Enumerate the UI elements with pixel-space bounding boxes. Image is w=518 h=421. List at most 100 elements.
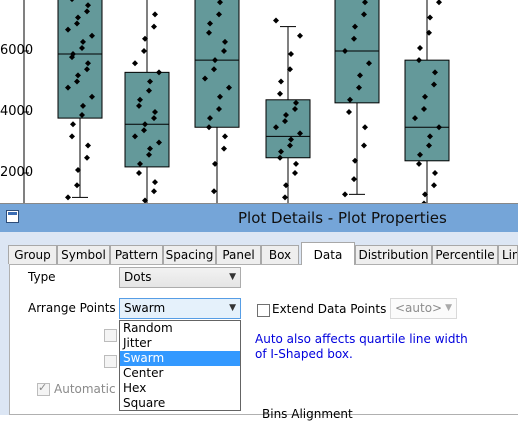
data-point xyxy=(273,17,279,24)
type-select[interactable]: Dots ▼ xyxy=(119,267,241,288)
type-select-value: Dots xyxy=(124,270,152,284)
data-point xyxy=(75,166,81,173)
data-point xyxy=(288,136,294,143)
data-point xyxy=(417,151,423,158)
data-point xyxy=(132,60,138,67)
data-point xyxy=(352,23,358,30)
option-square[interactable]: Square xyxy=(123,396,166,410)
tab-lines[interactable]: Lines xyxy=(498,245,518,264)
data-point xyxy=(278,148,284,155)
data-point xyxy=(273,124,279,131)
arrange-points-value: Swarm xyxy=(124,301,166,315)
data-point xyxy=(156,139,162,146)
data-point xyxy=(156,69,162,76)
data-point xyxy=(421,105,427,112)
option-random[interactable]: Random xyxy=(123,321,173,335)
tab-spacing[interactable]: Spacing xyxy=(163,245,216,264)
data-point xyxy=(142,121,148,128)
data-point xyxy=(136,170,142,176)
option-center[interactable]: Center xyxy=(123,366,164,380)
hidden-checkbox-2[interactable] xyxy=(104,355,117,368)
tab-box[interactable]: Box xyxy=(261,245,299,264)
hidden-checkbox-1[interactable] xyxy=(104,329,117,342)
tab-distribution[interactable]: Distribution xyxy=(355,245,432,264)
data-point xyxy=(422,93,428,100)
data-point xyxy=(75,72,81,79)
arrange-points-select[interactable]: Swarm ▼ xyxy=(119,298,241,319)
data-point xyxy=(147,145,153,152)
dialog-title: Plot Details - Plot Properties xyxy=(238,209,447,227)
chart-svg xyxy=(23,0,450,205)
data-point xyxy=(206,29,212,36)
data-point xyxy=(346,109,352,115)
data-point xyxy=(221,145,227,152)
type-label: Type xyxy=(28,270,56,284)
automatic-bin-label: Automatic B xyxy=(54,382,128,396)
data-point xyxy=(206,124,212,131)
data-point xyxy=(216,11,222,18)
data-point xyxy=(212,160,218,167)
data-point xyxy=(432,69,438,76)
data-point xyxy=(151,188,157,195)
data-point xyxy=(217,0,223,6)
window-icon xyxy=(6,210,19,223)
data-point xyxy=(436,124,442,131)
data-point xyxy=(351,176,357,183)
box-iqr xyxy=(265,99,311,159)
data-point xyxy=(226,84,232,91)
tab-panel[interactable]: Panel xyxy=(216,245,261,264)
data-tab-panel xyxy=(9,264,518,415)
extend-auto-value: <auto> xyxy=(395,301,443,315)
tab-symbol[interactable]: Symbol xyxy=(57,245,110,264)
data-point xyxy=(69,133,75,140)
auto-note: Auto also affects quartile line width of… xyxy=(255,332,468,361)
data-point xyxy=(85,142,91,149)
tab-group[interactable]: Group xyxy=(8,245,57,264)
tab-percentile[interactable]: Percentile xyxy=(432,245,498,264)
data-point xyxy=(84,8,90,15)
data-point xyxy=(352,157,358,164)
data-point xyxy=(417,44,423,51)
data-point xyxy=(416,57,422,64)
data-point xyxy=(74,78,80,85)
automatic-bin-checkbox[interactable] xyxy=(37,381,50,396)
box-iqr xyxy=(194,0,240,128)
data-point xyxy=(146,151,152,158)
data-point xyxy=(222,133,228,140)
option-jitter[interactable]: Jitter xyxy=(123,336,152,350)
data-point xyxy=(207,115,213,122)
data-point xyxy=(151,23,157,30)
data-point xyxy=(74,182,80,189)
data-point xyxy=(361,142,367,149)
option-hex[interactable]: Hex xyxy=(123,381,147,395)
chevron-down-icon: ▼ xyxy=(229,303,236,313)
extend-data-points-checkbox[interactable] xyxy=(257,304,270,317)
data-point xyxy=(426,29,432,36)
dialog-titlebar[interactable]: Plot Details - Plot Properties xyxy=(0,204,518,232)
data-point xyxy=(293,99,299,106)
data-point xyxy=(146,87,152,94)
data-point xyxy=(132,133,138,140)
data-point xyxy=(141,48,147,54)
tab-pattern[interactable]: Pattern xyxy=(110,245,163,264)
data-point xyxy=(297,130,303,137)
data-point xyxy=(297,32,303,39)
arrange-points-label: Arrange Points xyxy=(28,301,116,315)
data-point xyxy=(85,2,91,9)
extend-auto-select[interactable]: <auto> ▼ xyxy=(390,298,457,319)
data-point xyxy=(89,32,95,39)
data-point xyxy=(207,20,213,27)
data-point xyxy=(282,118,288,125)
data-point xyxy=(426,142,432,149)
data-point xyxy=(362,0,368,6)
data-point xyxy=(356,84,362,91)
data-point xyxy=(293,160,299,167)
data-point xyxy=(74,20,80,27)
data-point xyxy=(79,44,85,51)
option-swarm[interactable]: Swarm xyxy=(120,351,240,366)
tab-data[interactable]: Data xyxy=(301,242,355,265)
data-point xyxy=(70,51,76,58)
data-point xyxy=(142,35,148,42)
data-point xyxy=(366,60,372,67)
box-iqr xyxy=(124,71,170,168)
